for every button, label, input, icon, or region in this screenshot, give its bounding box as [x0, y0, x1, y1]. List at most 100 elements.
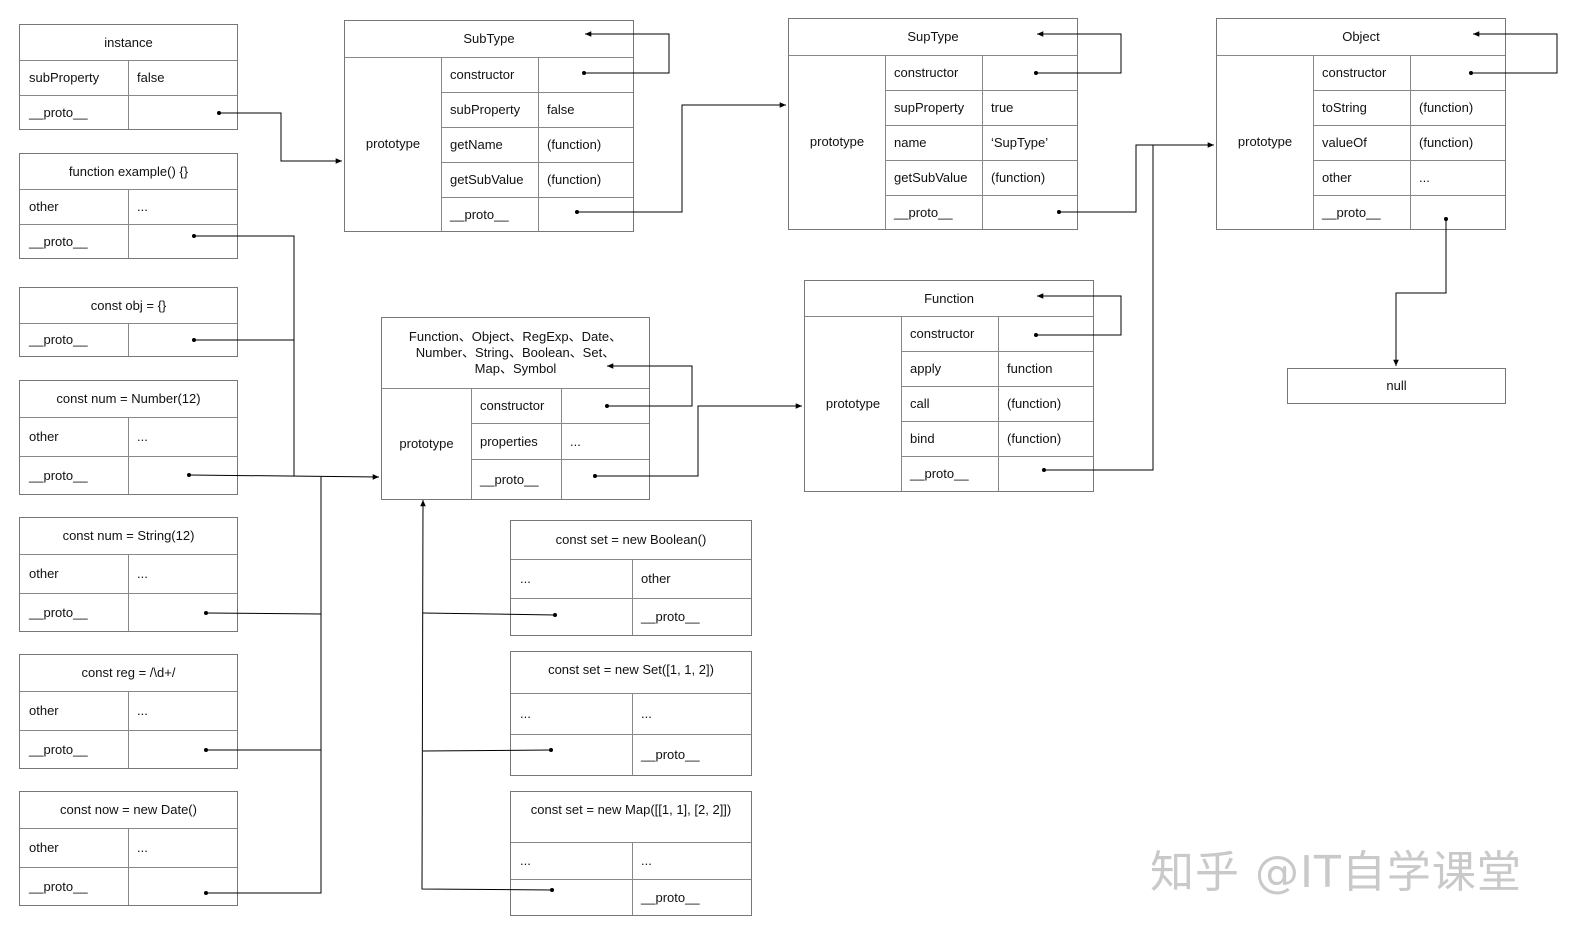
num-val-1: ...	[137, 429, 148, 444]
subtype-row-val: false	[547, 102, 575, 117]
instance-val-1: false	[137, 70, 165, 85]
function-row-val: function	[1007, 361, 1053, 376]
instance-title: instance	[104, 34, 153, 50]
example-title: function example() {}	[68, 163, 189, 179]
object-row-val: ...	[1419, 170, 1430, 185]
builtins-prototype-label: prototype	[399, 435, 454, 451]
set-val-1: ...	[641, 706, 652, 721]
set-key-1: ...	[520, 706, 531, 721]
date-key-1: other	[29, 840, 59, 855]
function-row-key: constructor	[910, 326, 975, 341]
reg-box: const reg = /\d+/ other ... __proto__	[19, 654, 238, 769]
function-row-val: (function)	[1007, 396, 1062, 411]
reg-title: const reg = /\d+/	[81, 665, 176, 680]
object-prototype-label: prototype	[1237, 134, 1293, 149]
subtype-row-val: (function)	[547, 172, 602, 187]
reg-key-2: __proto__	[29, 741, 88, 757]
set-val-2: __proto__	[641, 747, 700, 762]
subtype-row-key: subProperty	[450, 102, 521, 117]
obj-key-1: __proto__	[29, 332, 88, 347]
builtins-title: Function、Object、RegExp、Date、Number、Strin…	[408, 329, 623, 376]
set-box: const set = new Set([1, 1, 2]) ... ... _…	[510, 651, 752, 776]
function-row-key: bind	[910, 431, 935, 446]
obj-box: const obj = {} __proto__	[19, 287, 238, 357]
suptype-row-key: getSubValue	[894, 170, 968, 185]
function-row-val: (function)	[1007, 431, 1062, 446]
object-row-key: __proto__	[1322, 204, 1381, 220]
subtype-row-key: getName	[450, 137, 503, 152]
boolean-key-1: ...	[520, 571, 531, 586]
example-box: function example() {} other ... __proto_…	[19, 153, 238, 259]
function-row-key: apply	[910, 361, 942, 376]
set-title: const set = new Set([1, 1, 2])	[548, 662, 714, 677]
map-val-1: ...	[641, 853, 652, 868]
example-key-1: other	[29, 199, 59, 214]
date-key-2: __proto__	[29, 878, 88, 894]
str-title: const num = String(12)	[62, 528, 195, 543]
obj-title: const obj = {}	[90, 297, 167, 313]
suptype-row-val: ‘SupType’	[991, 135, 1049, 150]
str-val-1: ...	[137, 566, 148, 581]
null-title: null	[1386, 378, 1407, 393]
object-title: Object	[1342, 29, 1380, 44]
date-title: const now = new Date()	[60, 802, 197, 817]
null-box: null	[1287, 368, 1506, 404]
subtype-row-key: __proto__	[450, 206, 509, 222]
object-box: Object prototype constructor toString (f…	[1216, 18, 1506, 230]
subtype-prototype-label: prototype	[365, 136, 421, 151]
map-key-1: ...	[520, 853, 531, 868]
boolean-title: const set = new Boolean()	[555, 532, 707, 547]
map-title: const set = new Map([[1, 1], [2, 2]])	[530, 802, 732, 817]
builtins-box: Function、Object、RegExp、Date、Number、Strin…	[381, 317, 650, 500]
date-val-1: ...	[137, 840, 148, 855]
function-row-key: __proto__	[910, 466, 969, 481]
object-row-key: valueOf	[1322, 135, 1367, 150]
subtype-row-val: (function)	[547, 137, 602, 152]
builtins-row-key: properties	[480, 433, 538, 449]
suptype-row-key: supProperty	[894, 100, 965, 115]
builtins-row-key: __proto__	[480, 471, 539, 487]
num-title: const num = Number(12)	[56, 391, 201, 406]
subtype-title: SubType	[463, 31, 515, 46]
reg-val-1: ...	[137, 703, 148, 718]
function-row-key: call	[910, 396, 930, 411]
num-key-1: other	[29, 429, 59, 444]
suptype-prototype-label: prototype	[809, 134, 865, 149]
num-key-2: __proto__	[29, 467, 88, 483]
str-key-2: __proto__	[29, 604, 88, 620]
instance-key-2: __proto__	[29, 104, 88, 120]
object-row-key: other	[1322, 170, 1352, 185]
object-row-val: (function)	[1419, 135, 1474, 150]
arrow-suptype-to-object	[1059, 142, 1214, 213]
watermark: 知乎 @IT自学课堂	[1150, 847, 1522, 898]
reg-key-1: other	[29, 703, 59, 718]
suptype-row-val: true	[991, 100, 1014, 115]
arrow-object-to-null	[1393, 219, 1447, 366]
suptype-box: SupType prototype constructor supPropert…	[788, 18, 1078, 230]
num-box: const num = Number(12) other ... __proto…	[19, 380, 238, 495]
suptype-row-key: name	[894, 135, 927, 150]
instance-box: instance subProperty false __proto__	[19, 24, 238, 130]
object-row-key: constructor	[1322, 65, 1387, 80]
function-prototype-label: prototype	[825, 395, 881, 411]
suptype-title: SupType	[907, 29, 959, 44]
subtype-row-key: constructor	[450, 67, 515, 82]
map-val-2: __proto__	[641, 889, 700, 905]
example-key-2: __proto__	[29, 233, 88, 249]
subtype-row-key: getSubValue	[450, 172, 524, 187]
suptype-row-val: (function)	[991, 170, 1046, 185]
str-box: const num = String(12) other ... __proto…	[19, 517, 238, 632]
date-box: const now = new Date() other ... __proto…	[19, 791, 238, 906]
object-row-key: toString	[1322, 100, 1367, 115]
example-val-1: ...	[137, 199, 148, 214]
suptype-row-key: __proto__	[894, 204, 953, 220]
function-box: Function prototype constructor apply fun…	[804, 280, 1094, 492]
subtype-box: SubType prototype constructor subPropert…	[344, 20, 634, 232]
builtins-row-key: constructor	[480, 398, 545, 413]
function-title: Function	[924, 290, 974, 306]
boolean-box: const set = new Boolean() ... other __pr…	[510, 520, 752, 636]
boolean-val-2: __proto__	[641, 609, 700, 624]
str-key-1: other	[29, 566, 59, 581]
instance-key-1: subProperty	[29, 70, 100, 85]
boolean-val-1: other	[641, 571, 671, 586]
